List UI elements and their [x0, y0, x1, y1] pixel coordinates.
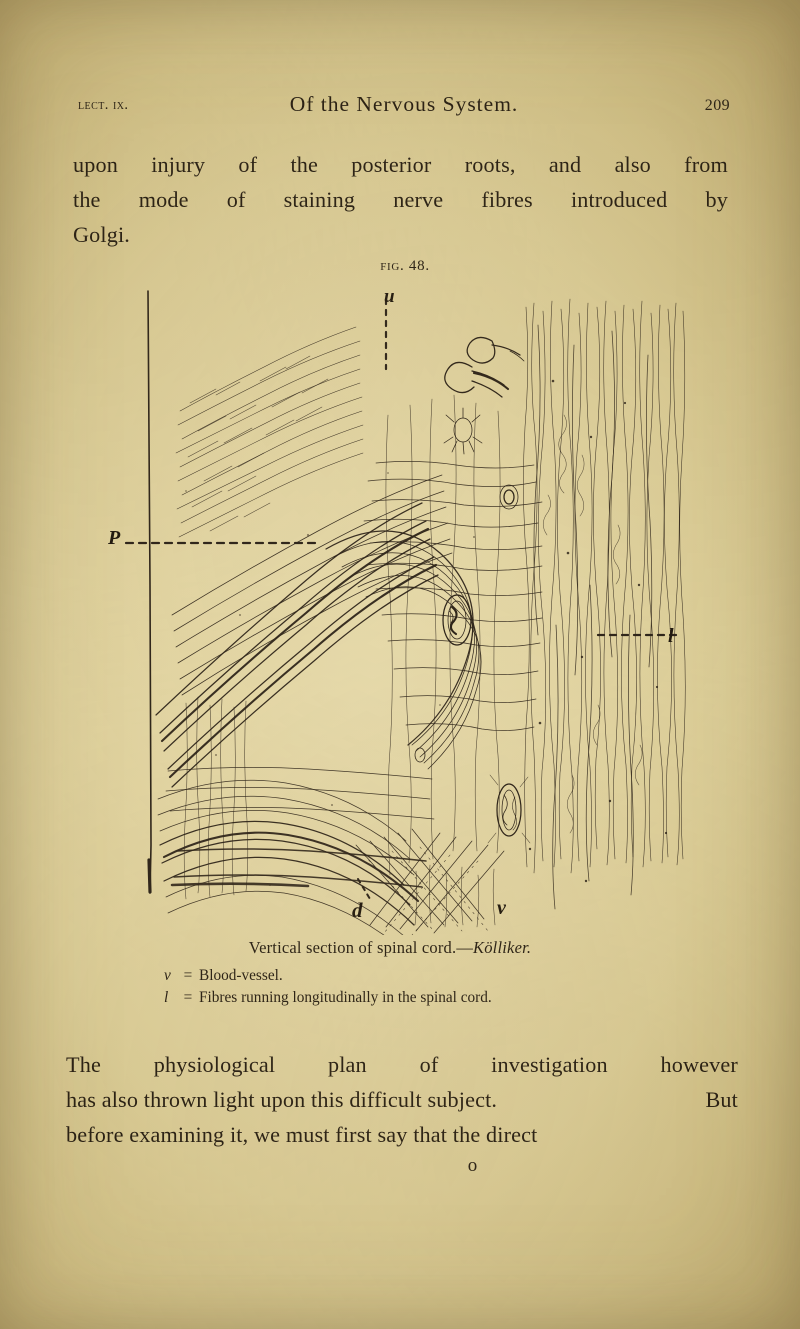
legend-equals: =: [183, 967, 193, 984]
text-line: upon injury of the posterior roots, and …: [73, 152, 728, 177]
figure-engraving: .ink { stroke:#2a2118; fill:none; stroke…: [120, 285, 690, 935]
running-head: Lect. ix. Of the Nervous System. 209: [78, 92, 730, 118]
text-line: before examining it, we must first say t…: [66, 1122, 538, 1147]
figure-label-v: v: [497, 897, 506, 919]
legend-equals: =: [183, 989, 193, 1006]
paragraph-top: upon injury of the posterior roots, and …: [73, 147, 728, 252]
paragraph-bottom: The physiological plan of investigation …: [66, 1047, 738, 1152]
caption-main-line: Vertical section of spinal cord.—Köllike…: [150, 938, 670, 958]
figure-label-l: l: [668, 625, 674, 647]
running-head-lecture: Lect. ix.: [78, 97, 129, 113]
figure-label-p: P: [108, 527, 121, 549]
legend-text: Fibres running longitudinally in the spi…: [199, 989, 492, 1006]
legend-key: v: [164, 967, 171, 984]
legend-row: l = Fibres running longitudinally in the s…: [164, 987, 670, 1009]
text-line: has also thrown light upon this difficul…: [66, 1087, 738, 1112]
text-line: the mode of staining nerve fibres introd…: [73, 187, 728, 212]
caption-attribution: Kölliker.: [473, 938, 532, 957]
legend-text: Blood-vessel.: [199, 967, 283, 984]
legend-row: v = Blood-vessel.: [164, 965, 670, 987]
figure-caption: Vertical section of spinal cord.—Köllike…: [150, 938, 670, 1009]
caption-legend: v = Blood-vessel. l = Fibres running longitu…: [150, 965, 670, 1009]
legend-key: l: [164, 989, 169, 1006]
figure-label-u: u: [384, 286, 395, 307]
text-line: Golgi.: [73, 222, 130, 247]
text-line: The physiological plan of investigation …: [66, 1052, 738, 1077]
signature-mark: o: [467, 1155, 478, 1176]
caption-text: Vertical section of spinal cord.—: [248, 938, 474, 957]
page-number: 209: [704, 97, 730, 114]
running-head-title: Of the Nervous System.: [289, 92, 519, 116]
figure-number-label: Fig. 48.: [380, 258, 430, 274]
figure-label-d: d: [352, 898, 363, 922]
